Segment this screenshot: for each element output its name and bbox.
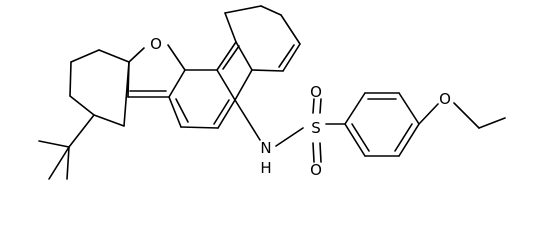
- ethoxy-bonds: [418, 102, 506, 129]
- chemical-structure: O N H S O O O: [38, 5, 506, 180]
- upper-benzene-bonds: [216, 5, 301, 101]
- cyclohexane-ring-bonds: [69, 49, 130, 127]
- sulfonyl-oxygen-top-label: O: [310, 83, 322, 101]
- sulfonamide-bonds: [234, 98, 346, 163]
- tert-butyl-bonds: [38, 114, 95, 180]
- furan-ring-bonds: [127, 44, 186, 98]
- sulfur-label: S: [311, 119, 321, 137]
- central-benzene-bonds: [168, 69, 236, 129]
- ether-oxygen-label: O: [439, 90, 451, 108]
- furan-oxygen-label: O: [150, 35, 162, 53]
- phenyl-ring-bonds: [344, 92, 420, 157]
- nitrogen-label: N: [260, 139, 271, 157]
- sulfonyl-oxygen-bottom-label: O: [310, 161, 322, 179]
- amide-hydrogen-label: H: [260, 159, 271, 177]
